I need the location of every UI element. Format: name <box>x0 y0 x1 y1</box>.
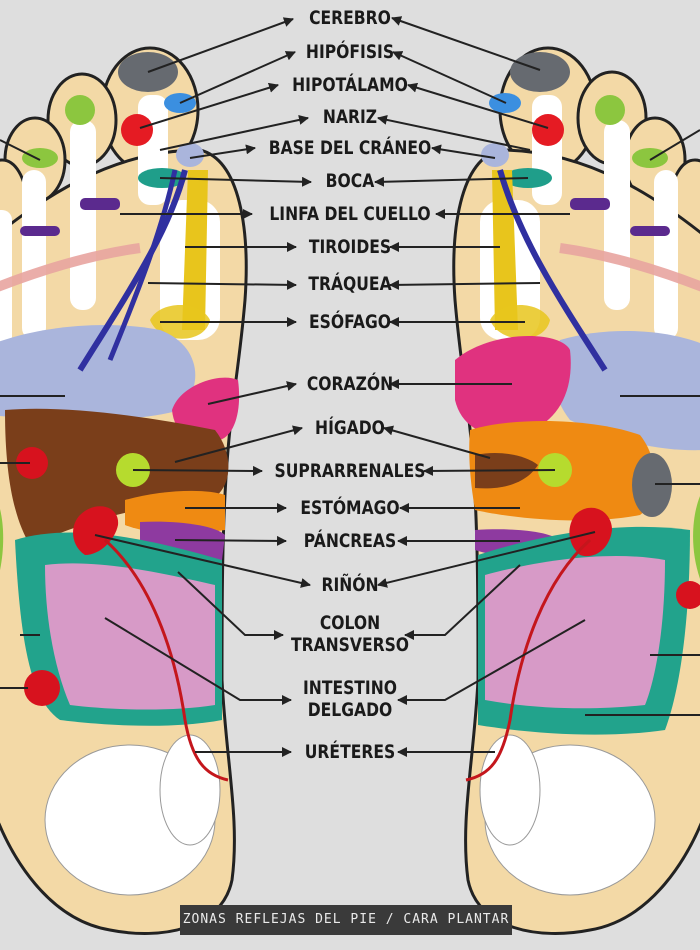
left-foot <box>0 46 248 935</box>
arrow-suprarrenales-right <box>423 465 556 476</box>
arrow-base-right <box>431 144 496 159</box>
label-nariz: NARIZ <box>322 106 378 128</box>
label-ureteres: URÉTERES <box>304 741 396 763</box>
left-lymph-band <box>0 243 141 292</box>
left-liver-spot <box>16 447 48 479</box>
right-heart-zone <box>455 336 571 437</box>
arrow-suprarrenales-left <box>132 465 263 476</box>
pointer-arrows <box>0 16 700 757</box>
left-toe-spot-2 <box>65 95 95 125</box>
label-rinon: RIÑÓN <box>321 574 379 596</box>
arrow-corazon-left <box>207 381 297 405</box>
label-corazon: CORAZÓN <box>306 373 394 395</box>
right-outer-spot <box>693 496 700 579</box>
right-brain-zone <box>510 52 570 92</box>
label-esofago: ESÓFAGO <box>308 311 392 333</box>
left-heel-bone-2 <box>159 734 221 846</box>
arrow-rinon-right <box>377 531 596 588</box>
label-higado: HÍGADO <box>315 417 385 439</box>
label-hipotalamo: HIPOTÁLAMO <box>292 74 408 96</box>
label-intestino-delgado: INTESTINO DELGADO <box>302 677 398 721</box>
left-nerve-2 <box>107 169 178 361</box>
label-base-del-craneo: BASE DEL CRÁNEO <box>268 137 432 159</box>
arrow-cerebro-left <box>147 17 294 73</box>
left-toe-spot-3 <box>22 148 58 168</box>
label-cerebro: CEREBRO <box>309 7 391 29</box>
left-nose-zone <box>176 143 204 167</box>
left-hypothalamus-zone <box>121 114 153 146</box>
caption-banner: ZONAS REFLEJAS DEL PIE / CARA PLANTAR <box>180 905 512 935</box>
label-linfa-del-cuello: LINFA DEL CUELLO <box>269 203 431 225</box>
arrow-boca-right <box>374 176 529 187</box>
arrow-nariz-right <box>377 114 531 151</box>
arrow-colon-right <box>404 564 521 640</box>
arrow-cerebro-right <box>391 16 541 71</box>
arrow-intestino-left <box>104 617 292 705</box>
right-foot <box>452 46 700 935</box>
label-boca: BOCA <box>325 170 375 192</box>
left-spine-purple <box>80 198 120 210</box>
right-toe-bone-2 <box>604 120 630 310</box>
right-nerve <box>497 169 608 372</box>
label-suprarrenales: SUPRARRENALES <box>274 460 426 482</box>
left-outer-spot <box>0 509 4 570</box>
right-toe-bone-1 <box>532 95 562 205</box>
label-hipofisis: HIPÓFISIS <box>305 41 395 63</box>
right-toe-spot-2 <box>595 95 625 125</box>
left-colon-spot <box>24 670 60 706</box>
arrow-higado-right <box>383 425 491 459</box>
left-toe-bone-3 <box>22 170 46 340</box>
arrow-toe-left <box>0 139 41 161</box>
arrow-hipofisis-left <box>179 51 296 104</box>
right-lymph-band <box>559 243 700 292</box>
right-ureter <box>465 538 591 782</box>
right-hypothalamus-zone <box>532 114 564 146</box>
arrow-rinon-left <box>94 534 311 588</box>
right-intestine-zone <box>485 555 665 709</box>
right-lung-zone <box>552 330 700 451</box>
left-trachea-zone <box>182 170 208 330</box>
left-spine-purple-2 <box>20 226 60 236</box>
right-spleen-zone <box>632 453 672 517</box>
arrow-base-left <box>189 144 256 159</box>
right-spine-purple <box>570 198 610 210</box>
left-toe-bone-2 <box>70 120 96 310</box>
right-spine-purple-2 <box>630 226 670 236</box>
label-tiroides: TIROIDES <box>308 236 392 258</box>
arrow-hipotalamo-left <box>139 82 279 129</box>
right-toe-bone-3 <box>654 170 678 340</box>
arrow-colon-left <box>177 571 284 640</box>
arrow-higado-left <box>174 425 303 463</box>
arrow-boca-left <box>159 176 312 187</box>
arrow-pancreas-left <box>174 535 287 546</box>
arrow-traquea-right <box>389 279 541 290</box>
right-colon-spot <box>676 581 700 609</box>
left-ureter <box>104 538 229 782</box>
arrow-toe-right <box>649 129 700 161</box>
arrow-hipotalamo-right <box>407 82 549 129</box>
right-toe-spot-3 <box>632 148 668 168</box>
left-intestine-zone <box>45 563 215 710</box>
label-estomago: ESTÓMAGO <box>300 497 400 519</box>
label-pancreas: PÁNCREAS <box>303 530 397 552</box>
left-liver-zone <box>5 408 229 545</box>
label-traquea: TRÁQUEA <box>308 273 392 295</box>
arrow-traquea-left <box>147 279 297 290</box>
right-kidney-zone <box>569 507 612 557</box>
arrow-intestino-right <box>397 619 586 705</box>
label-colon-transverso: COLON TRANSVERSO <box>290 612 410 656</box>
arrow-nariz-left <box>159 115 309 151</box>
arrow-hipofisis-right <box>392 51 507 104</box>
right-nose-zone <box>481 143 509 167</box>
